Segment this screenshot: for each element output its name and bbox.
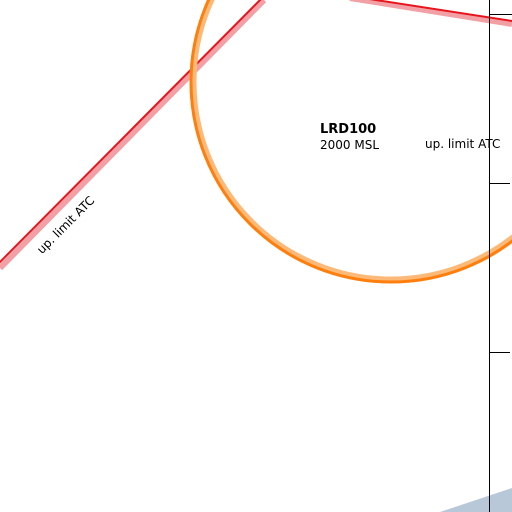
graticule-line [489, 0, 512, 512]
restricted-area-name: LRD100 [320, 122, 377, 137]
bottom-right-area-fill [440, 488, 512, 512]
restricted-area-circle[interactable] [189, 0, 512, 284]
atc-boundary-diagonal [0, 0, 267, 271]
restricted-area-altitude: 2000 MSL [320, 138, 380, 152]
atc-limit-label-right: up. limit ATC [425, 137, 501, 151]
atc-boundary-top [349, 0, 512, 27]
